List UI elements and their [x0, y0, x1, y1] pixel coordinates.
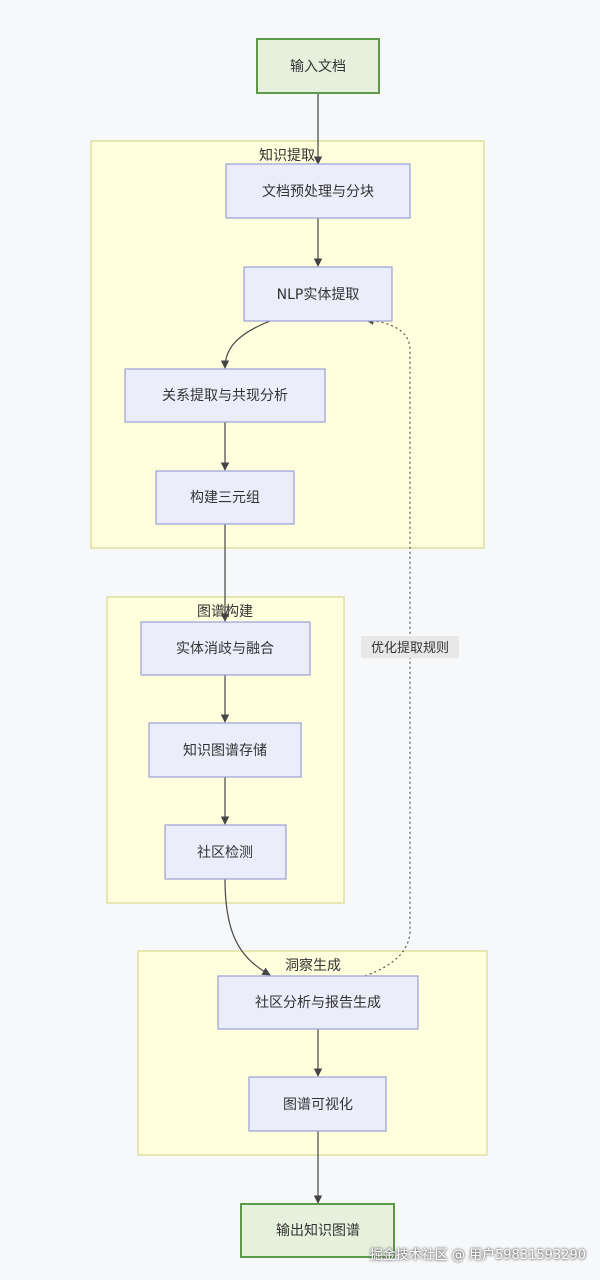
node-community-detection[interactable]: 社区检测	[164, 824, 287, 880]
node-label-entity-fusion: 实体消歧与融合	[176, 641, 274, 657]
node-label-relation-extraction: 关系提取与共现分析	[162, 388, 288, 404]
edge-nlp-to-relation	[220, 320, 271, 369]
node-output-kg[interactable]: 输出知识图谱	[240, 1203, 395, 1258]
node-label-preprocess: 文档预处理与分块	[262, 184, 374, 200]
watermark: 掘金技术社区 @ 用户59831593290	[369, 1248, 586, 1263]
edge-label-feedback: 优化提取规则	[371, 640, 449, 656]
edges: 优化提取规则	[220, 93, 459, 1204]
node-label-kg-storage: 知识图谱存储	[183, 742, 267, 759]
node-build-triples[interactable]: 构建三元组	[155, 470, 295, 525]
node-entity-fusion[interactable]: 实体消歧与融合	[140, 621, 311, 676]
node-nlp-entity[interactable]: NLP实体提取	[243, 266, 393, 322]
node-community-report[interactable]: 社区分析与报告生成	[217, 975, 419, 1030]
cluster-label-knowledge-extraction: 知识提取	[259, 147, 315, 164]
node-label-community-report: 社区分析与报告生成	[255, 995, 381, 1011]
node-visualization[interactable]: 图谱可视化	[248, 1076, 387, 1132]
node-label-nlp-entity: NLP实体提取	[277, 287, 360, 303]
edge-label-background	[361, 636, 459, 658]
node-kg-storage[interactable]: 知识图谱存储	[148, 722, 302, 778]
node-label-input-documents: 输入文档	[290, 59, 346, 75]
node-preprocess[interactable]: 文档预处理与分块	[225, 163, 411, 219]
edge-community-to-report	[224, 878, 271, 976]
node-relation-extraction[interactable]: 关系提取与共现分析	[124, 368, 326, 423]
cluster-label-insight-generation: 洞察生成	[285, 957, 341, 974]
node-label-output-kg: 输出知识图谱	[276, 1222, 360, 1239]
node-input-documents[interactable]: 输入文档	[256, 38, 380, 94]
edge-feedback-loop	[364, 316, 411, 977]
node-label-community-detection: 社区检测	[197, 845, 253, 861]
node-label-visualization: 图谱可视化	[283, 1097, 353, 1113]
node-label-build-triples: 构建三元组	[190, 490, 260, 506]
